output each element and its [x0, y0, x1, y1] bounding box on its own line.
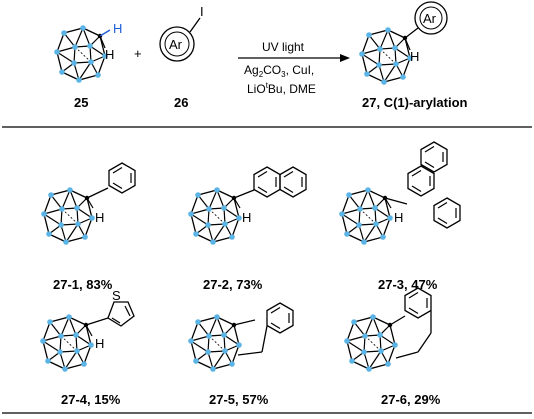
structure-27-6 [343, 287, 432, 373]
structure-27-4-s: S [112, 288, 121, 303]
reaction-arrow [238, 54, 350, 62]
structure-27-4-h: H [95, 336, 104, 351]
reactant-26-label: 26 [174, 95, 188, 110]
product-label-27-5: 27-5, 57% [209, 392, 269, 407]
structure-27-3-h: H [394, 210, 403, 225]
reactant-26-iodine: I [200, 4, 204, 19]
condition-base-solvent: LiOtBu, DME [247, 81, 316, 96]
plus-sign: + [134, 46, 142, 61]
product-label-27-4: 27-4, 15% [61, 392, 121, 407]
product-label-27-2: 27-2, 73% [203, 277, 263, 292]
structure-27-3 [338, 141, 461, 246]
reactant-26-aryl-iodide [159, 17, 201, 62]
reactant-25 [53, 24, 111, 84]
product-label-27-3: 27-3, 47% [378, 277, 438, 292]
structure-27-2-h: H [242, 210, 251, 225]
product-label-27-1: 27-1, 83% [53, 277, 113, 292]
structure-27-5 [187, 302, 294, 373]
condition-uv-light: UV light [262, 40, 305, 54]
product-27-label: 27, C(1)-arylation [362, 95, 468, 110]
product-27 [358, 1, 448, 86]
structure-27-1-h: H [95, 210, 104, 225]
product-27-ar-label: Ar [423, 11, 437, 26]
reactant-26-ar-label: Ar [169, 37, 183, 52]
product-label-27-6: 27-6, 29% [381, 392, 441, 407]
structure-27-2 [187, 166, 307, 246]
reactant-25-h-top: H [113, 21, 122, 36]
structure-27-1 [40, 162, 136, 246]
condition-reagents: Ag2CO3, CuI, [244, 63, 314, 79]
reactant-25-h-side: H [105, 47, 114, 62]
product-27-h: H [410, 49, 419, 64]
structure-27-4 [39, 301, 135, 373]
reactant-25-label: 25 [74, 95, 88, 110]
